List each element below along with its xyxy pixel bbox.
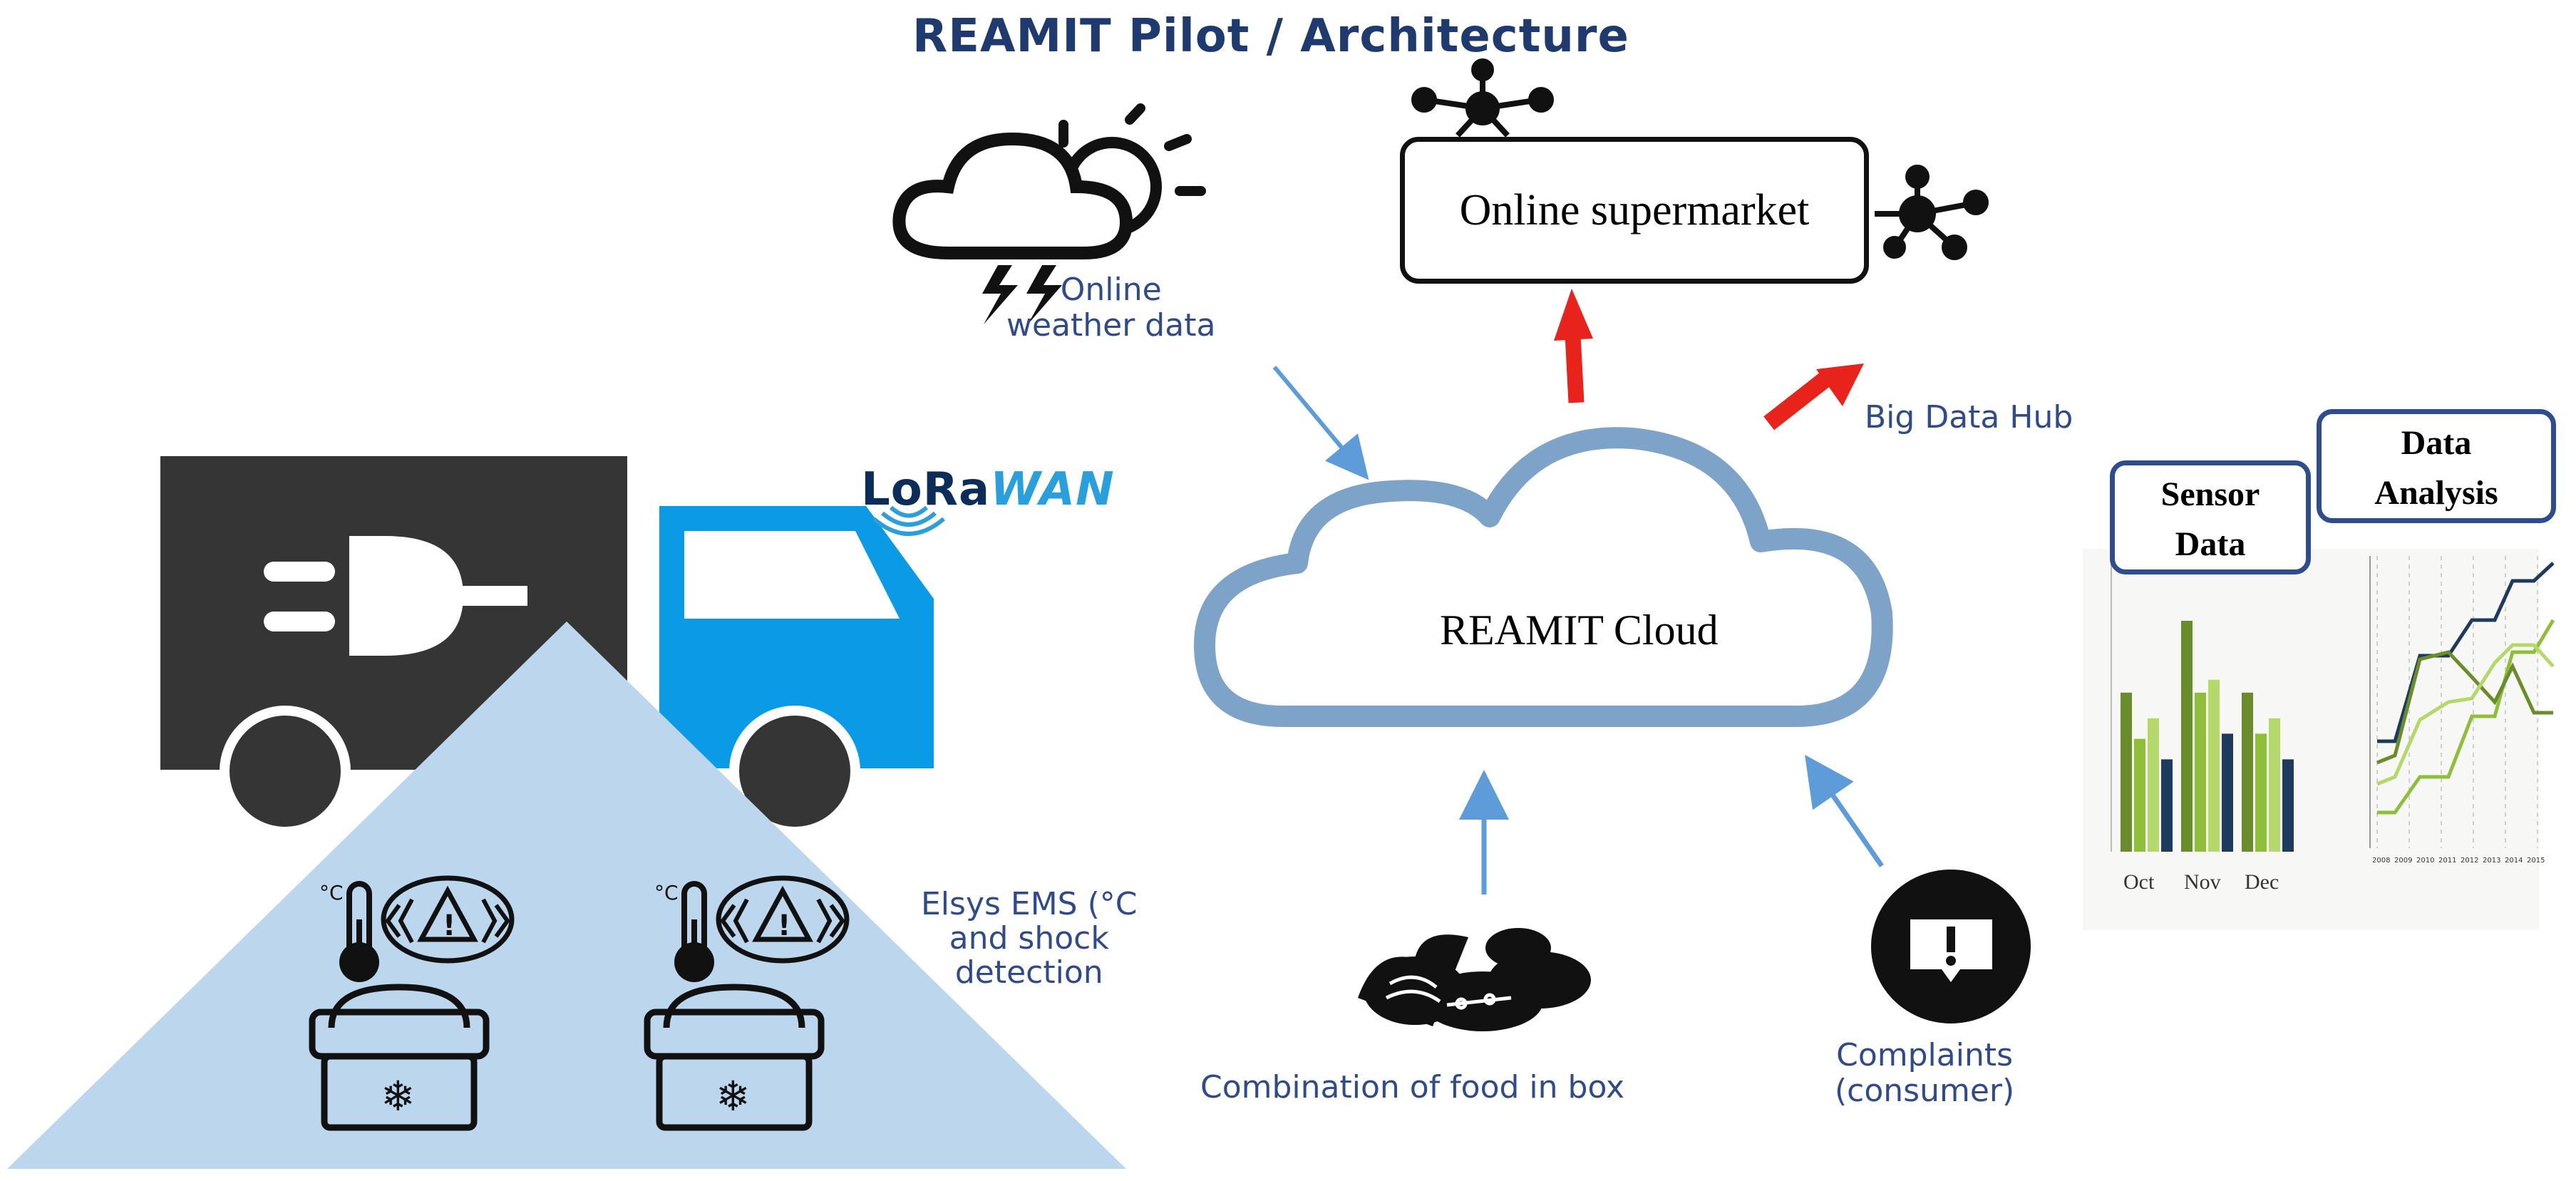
analysis-x-tick: 2010 bbox=[2416, 857, 2434, 865]
svg-text:!: ! bbox=[778, 909, 790, 942]
lorawan-prefix: LoRa bbox=[861, 463, 991, 516]
analysis-label-line1: Data bbox=[2401, 424, 2472, 462]
sensor-bar bbox=[2282, 759, 2294, 852]
svg-text:°C: °C bbox=[319, 881, 344, 904]
sensor-kit-1: °C ! ❄ bbox=[309, 875, 515, 1131]
shock-warning-icon: ! bbox=[381, 875, 515, 964]
network-node-icon bbox=[1875, 165, 1989, 260]
svg-text:°C: °C bbox=[654, 881, 679, 904]
supermarket-label: Online supermarket bbox=[1459, 185, 1810, 234]
sensor-data-label: Sensor Data bbox=[2110, 460, 2311, 574]
lorawan-suffix: WAN bbox=[990, 463, 1115, 516]
sensor-bar bbox=[2134, 738, 2145, 852]
elsys-ems-label: Elsys EMS (°C and shock detection bbox=[921, 887, 1137, 990]
sensor-label-line2: Data bbox=[2175, 525, 2246, 563]
analysis-line-chart: 2008 2009 2010 2011 2012 2013 2014 2015 bbox=[2369, 556, 2555, 865]
analysis-x-tick: 2015 bbox=[2527, 857, 2545, 865]
analysis-x-tick: 2011 bbox=[2438, 857, 2456, 865]
cooler-box-icon: ❄ bbox=[644, 984, 825, 1131]
analysis-series-1 bbox=[2377, 562, 2555, 743]
weather-label: Online weather data bbox=[1006, 272, 1215, 344]
cold-chain-triangle bbox=[7, 622, 1126, 1169]
svg-text:❄: ❄ bbox=[381, 1072, 416, 1120]
weather-label-line1: Online bbox=[1060, 272, 1162, 308]
analysis-x-tick: 2012 bbox=[2461, 857, 2478, 865]
reamit-cloud-label: REAMIT Cloud bbox=[1440, 607, 1719, 654]
food-box-label: Combination of food in box bbox=[1200, 1069, 1625, 1105]
truck-window bbox=[684, 531, 900, 619]
online-supermarket-box: Online supermarket bbox=[1400, 137, 1869, 284]
wifi-signal-icon bbox=[872, 505, 945, 536]
cloud-to-supermarket-arrow bbox=[1554, 289, 1593, 403]
thermometer-icon: °C bbox=[654, 881, 714, 982]
complaints-label-line2: (consumer) bbox=[1835, 1073, 2015, 1109]
analysis-label-line2: Analysis bbox=[2374, 474, 2498, 512]
weather-label-line2: weather data bbox=[1006, 307, 1216, 344]
sensor-category-label: Oct bbox=[2123, 870, 2155, 894]
complaint-alert-icon bbox=[1871, 870, 2031, 1023]
sensor-label-line1: Sensor bbox=[2160, 475, 2260, 513]
vegetables-icon bbox=[1358, 928, 1591, 1031]
analysis-x-tick: 2014 bbox=[2505, 857, 2523, 865]
data-analysis-label: Data Analysis bbox=[2317, 409, 2556, 523]
svg-text:!: ! bbox=[443, 909, 455, 942]
reamit-cloud-outline bbox=[1194, 427, 1893, 727]
analysis-x-tick: 2008 bbox=[2372, 857, 2390, 865]
analysis-series-3 bbox=[2376, 650, 2553, 765]
analysis-x-tick: 2013 bbox=[2483, 857, 2500, 865]
analysis-x-tick: 2009 bbox=[2394, 857, 2412, 865]
shock-warning-icon: ! bbox=[716, 875, 850, 964]
sensor-category-label: Dec bbox=[2245, 870, 2279, 894]
cloud-to-bigdata-arrow bbox=[1763, 363, 1864, 430]
sensor-bar bbox=[2222, 733, 2233, 852]
sensor-bar-chart: Oct Nov Dec bbox=[2111, 563, 2294, 894]
truck-wheel-rear bbox=[220, 706, 351, 837]
elsys-label-line3: detection bbox=[954, 954, 1103, 991]
weather-to-cloud-arrow bbox=[1272, 366, 1369, 480]
analysis-series-2 bbox=[2377, 619, 2555, 815]
sensor-bar bbox=[2148, 718, 2159, 852]
cooler-box-icon: ❄ bbox=[309, 984, 490, 1131]
sensor-bar bbox=[2255, 733, 2267, 852]
sensor-bar bbox=[2181, 621, 2193, 852]
sensor-bar bbox=[2208, 679, 2220, 852]
truck-wheel-front bbox=[729, 706, 860, 837]
lorawan-logo: LoRaWAN bbox=[861, 463, 1115, 516]
plug-icon bbox=[264, 536, 527, 656]
sensor-category-label: Nov bbox=[2184, 870, 2221, 894]
sensor-bar bbox=[2195, 692, 2206, 852]
sensor-bar bbox=[2161, 759, 2173, 852]
complaints-label: Complaints (consumer) bbox=[1835, 1038, 2014, 1109]
network-node-icon bbox=[1411, 58, 1554, 138]
sensor-kit-2: °C ! ❄ bbox=[644, 875, 850, 1131]
sensor-bar bbox=[2269, 718, 2280, 852]
elsys-label-line1: Elsys EMS (°C bbox=[921, 886, 1138, 922]
complaints-to-cloud-arrow bbox=[1805, 754, 1884, 867]
thermometer-icon: °C bbox=[319, 881, 379, 982]
big-data-hub-label: Big Data Hub bbox=[1865, 399, 2073, 435]
svg-text:❄: ❄ bbox=[716, 1072, 751, 1120]
sensor-bar bbox=[2121, 692, 2132, 852]
complaints-label-line1: Complaints bbox=[1836, 1037, 2014, 1073]
sensor-bar bbox=[2242, 692, 2253, 852]
diagram-title: REAMIT Pilot / Architecture bbox=[912, 10, 1629, 63]
elsys-label-line2: and shock bbox=[949, 920, 1109, 956]
analysis-series-4 bbox=[2376, 643, 2555, 786]
weather-cloud-sun-storm-icon bbox=[892, 103, 1206, 324]
